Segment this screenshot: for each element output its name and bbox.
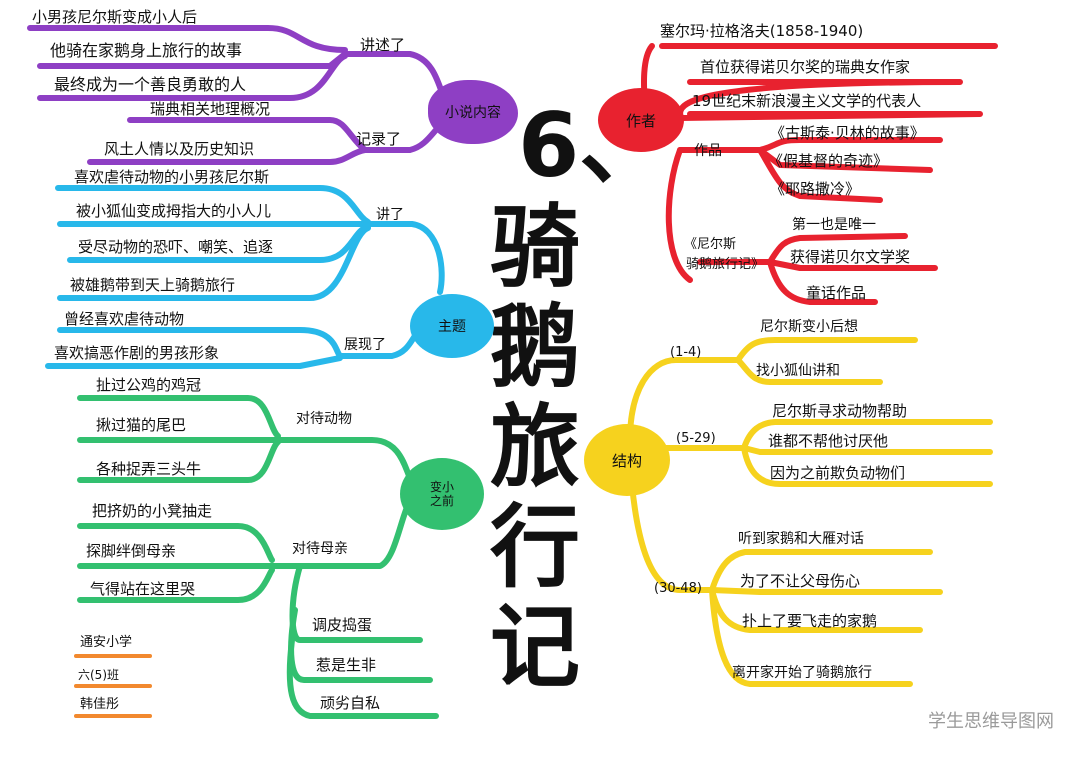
hub-author: 作者 xyxy=(598,88,684,152)
author-book-note-3: 童话作品 xyxy=(806,284,867,302)
novel-branch-told: 讲述了 xyxy=(360,36,406,54)
before-branch-mother: 对待母亲 xyxy=(292,541,348,557)
hub-structure: 结构 xyxy=(584,424,670,496)
hub-novel-content: 小说内容 xyxy=(428,80,518,144)
title-char-4: 行 xyxy=(490,495,580,600)
before-leaf-4: 把挤奶的小凳抽走 xyxy=(92,502,213,520)
signature-name: 韩佳彤 xyxy=(80,697,120,712)
title-char-5: 记 xyxy=(490,595,580,700)
novel-leaf-5: 风土人情以及历史知识 xyxy=(104,140,255,158)
structure-part-3-leaf-1: 听到家鹅和大雁对话 xyxy=(738,531,864,547)
novel-branches xyxy=(27,25,453,165)
author-work-1: 《古斯泰·贝林的故事》 xyxy=(770,124,925,142)
before-leaf-9: 顽劣自私 xyxy=(320,694,381,712)
before-branch-animals: 对待动物 xyxy=(296,411,352,427)
structure-part-2-leaf-1: 尼尔斯寻求动物帮助 xyxy=(772,402,908,420)
signature-class: 六(5)班 xyxy=(78,668,119,682)
theme-leaf-4: 被雄鹅带到天上骑鹅旅行 xyxy=(70,276,236,294)
structure-branches xyxy=(627,337,993,687)
novel-leaf-3: 最终成为一个善良勇敢的人 xyxy=(54,75,247,94)
author-name: 塞尔玛·拉格洛夫(1858-1940) xyxy=(660,22,864,40)
theme-leaf-5: 曾经喜欢虐待动物 xyxy=(64,310,185,328)
structure-part-2-leaf-2: 谁都不帮他讨厌他 xyxy=(768,432,889,450)
author-work-3: 《耶路撒冷》 xyxy=(770,180,861,198)
hub-novel-label: 小说内容 xyxy=(445,105,501,121)
structure-part-1-leaf-2: 找小狐仙讲和 xyxy=(756,363,840,379)
signature-school: 通安小学 xyxy=(80,635,133,650)
structure-part-1-leaf-1: 尼尔斯变小后想 xyxy=(760,319,858,335)
author-work-2: 《假基督的奇迹》 xyxy=(768,152,889,170)
structure-part-2-leaf-3: 因为之前欺负动物们 xyxy=(770,464,906,482)
title-char-1: 骑 xyxy=(490,195,580,300)
hub-theme: 主题 xyxy=(410,294,494,358)
structure-part-3-leaf-4: 离开家开始了骑鹅旅行 xyxy=(732,665,872,681)
before-leaf-1: 扯过公鸡的鸡冠 xyxy=(96,376,202,394)
title-char-2: 鹅 xyxy=(490,295,580,400)
hub-before-label-1: 变小 xyxy=(429,480,454,494)
theme-branch-shows: 展现了 xyxy=(344,337,386,353)
structure-part-3-leaf-2: 为了不让父母伤心 xyxy=(740,572,861,590)
hub-author-label: 作者 xyxy=(625,111,656,130)
before-leaf-6: 气得站在这里哭 xyxy=(90,580,196,598)
structure-part-3-leaf-3: 扑上了要飞走的家鹅 xyxy=(742,612,878,630)
title-char-3: 旅 xyxy=(490,395,580,500)
theme-leaf-2: 被小狐仙变成拇指大的小人儿 xyxy=(76,202,272,220)
theme-leaf-3: 受尽动物的恐吓、嘲笑、追逐 xyxy=(78,238,274,256)
author-works: 作品 xyxy=(694,143,722,159)
theme-leaf-6: 喜欢搞恶作剧的男孩形象 xyxy=(54,344,220,362)
novel-leaf-4: 瑞典相关地理概况 xyxy=(150,100,271,118)
structure-part-3: (30-48) xyxy=(654,581,702,596)
theme-leaf-1: 喜欢虐待动物的小男孩尼尔斯 xyxy=(74,168,270,186)
signature-lines xyxy=(74,654,152,718)
novel-leaf-2: 他骑在家鹅身上旅行的故事 xyxy=(50,41,243,60)
before-leaf-3: 各种捉弄三头牛 xyxy=(96,460,202,478)
hub-theme-label: 主题 xyxy=(438,319,466,335)
before-leaf-2: 揪过猫的尾巴 xyxy=(96,416,187,434)
before-leaf-7: 调皮捣蛋 xyxy=(312,616,373,634)
author-leaf-2: 19世纪末新浪漫主义文学的代表人 xyxy=(692,92,922,110)
author-leaf-1: 首位获得诺贝尔奖的瑞典女作家 xyxy=(700,58,911,76)
novel-leaf-1: 小男孩尼尔斯变成小人后 xyxy=(32,8,198,26)
hub-before-label-2: 之前 xyxy=(429,494,454,508)
author-book-1: 《尼尔斯 xyxy=(684,237,737,252)
structure-part-2: (5-29) xyxy=(676,431,716,446)
before-leaf-5: 探脚绊倒母亲 xyxy=(86,542,177,560)
author-book-note-1: 第一也是唯一 xyxy=(792,217,876,233)
before-leaf-8: 惹是生非 xyxy=(316,656,377,674)
structure-part-1: (1-4) xyxy=(670,345,702,360)
novel-branch-recorded: 记录了 xyxy=(356,130,402,148)
hub-before: 变小 之前 xyxy=(400,458,484,530)
theme-branches xyxy=(45,185,445,369)
watermark: 学生思维导图网 xyxy=(928,711,1054,732)
author-book-note-2: 获得诺贝尔文学奖 xyxy=(790,248,911,266)
theme-branch-told: 讲了 xyxy=(376,207,404,223)
author-book-2: 骑鹅旅行记》 xyxy=(686,257,765,272)
hub-structure-label: 结构 xyxy=(611,451,642,470)
